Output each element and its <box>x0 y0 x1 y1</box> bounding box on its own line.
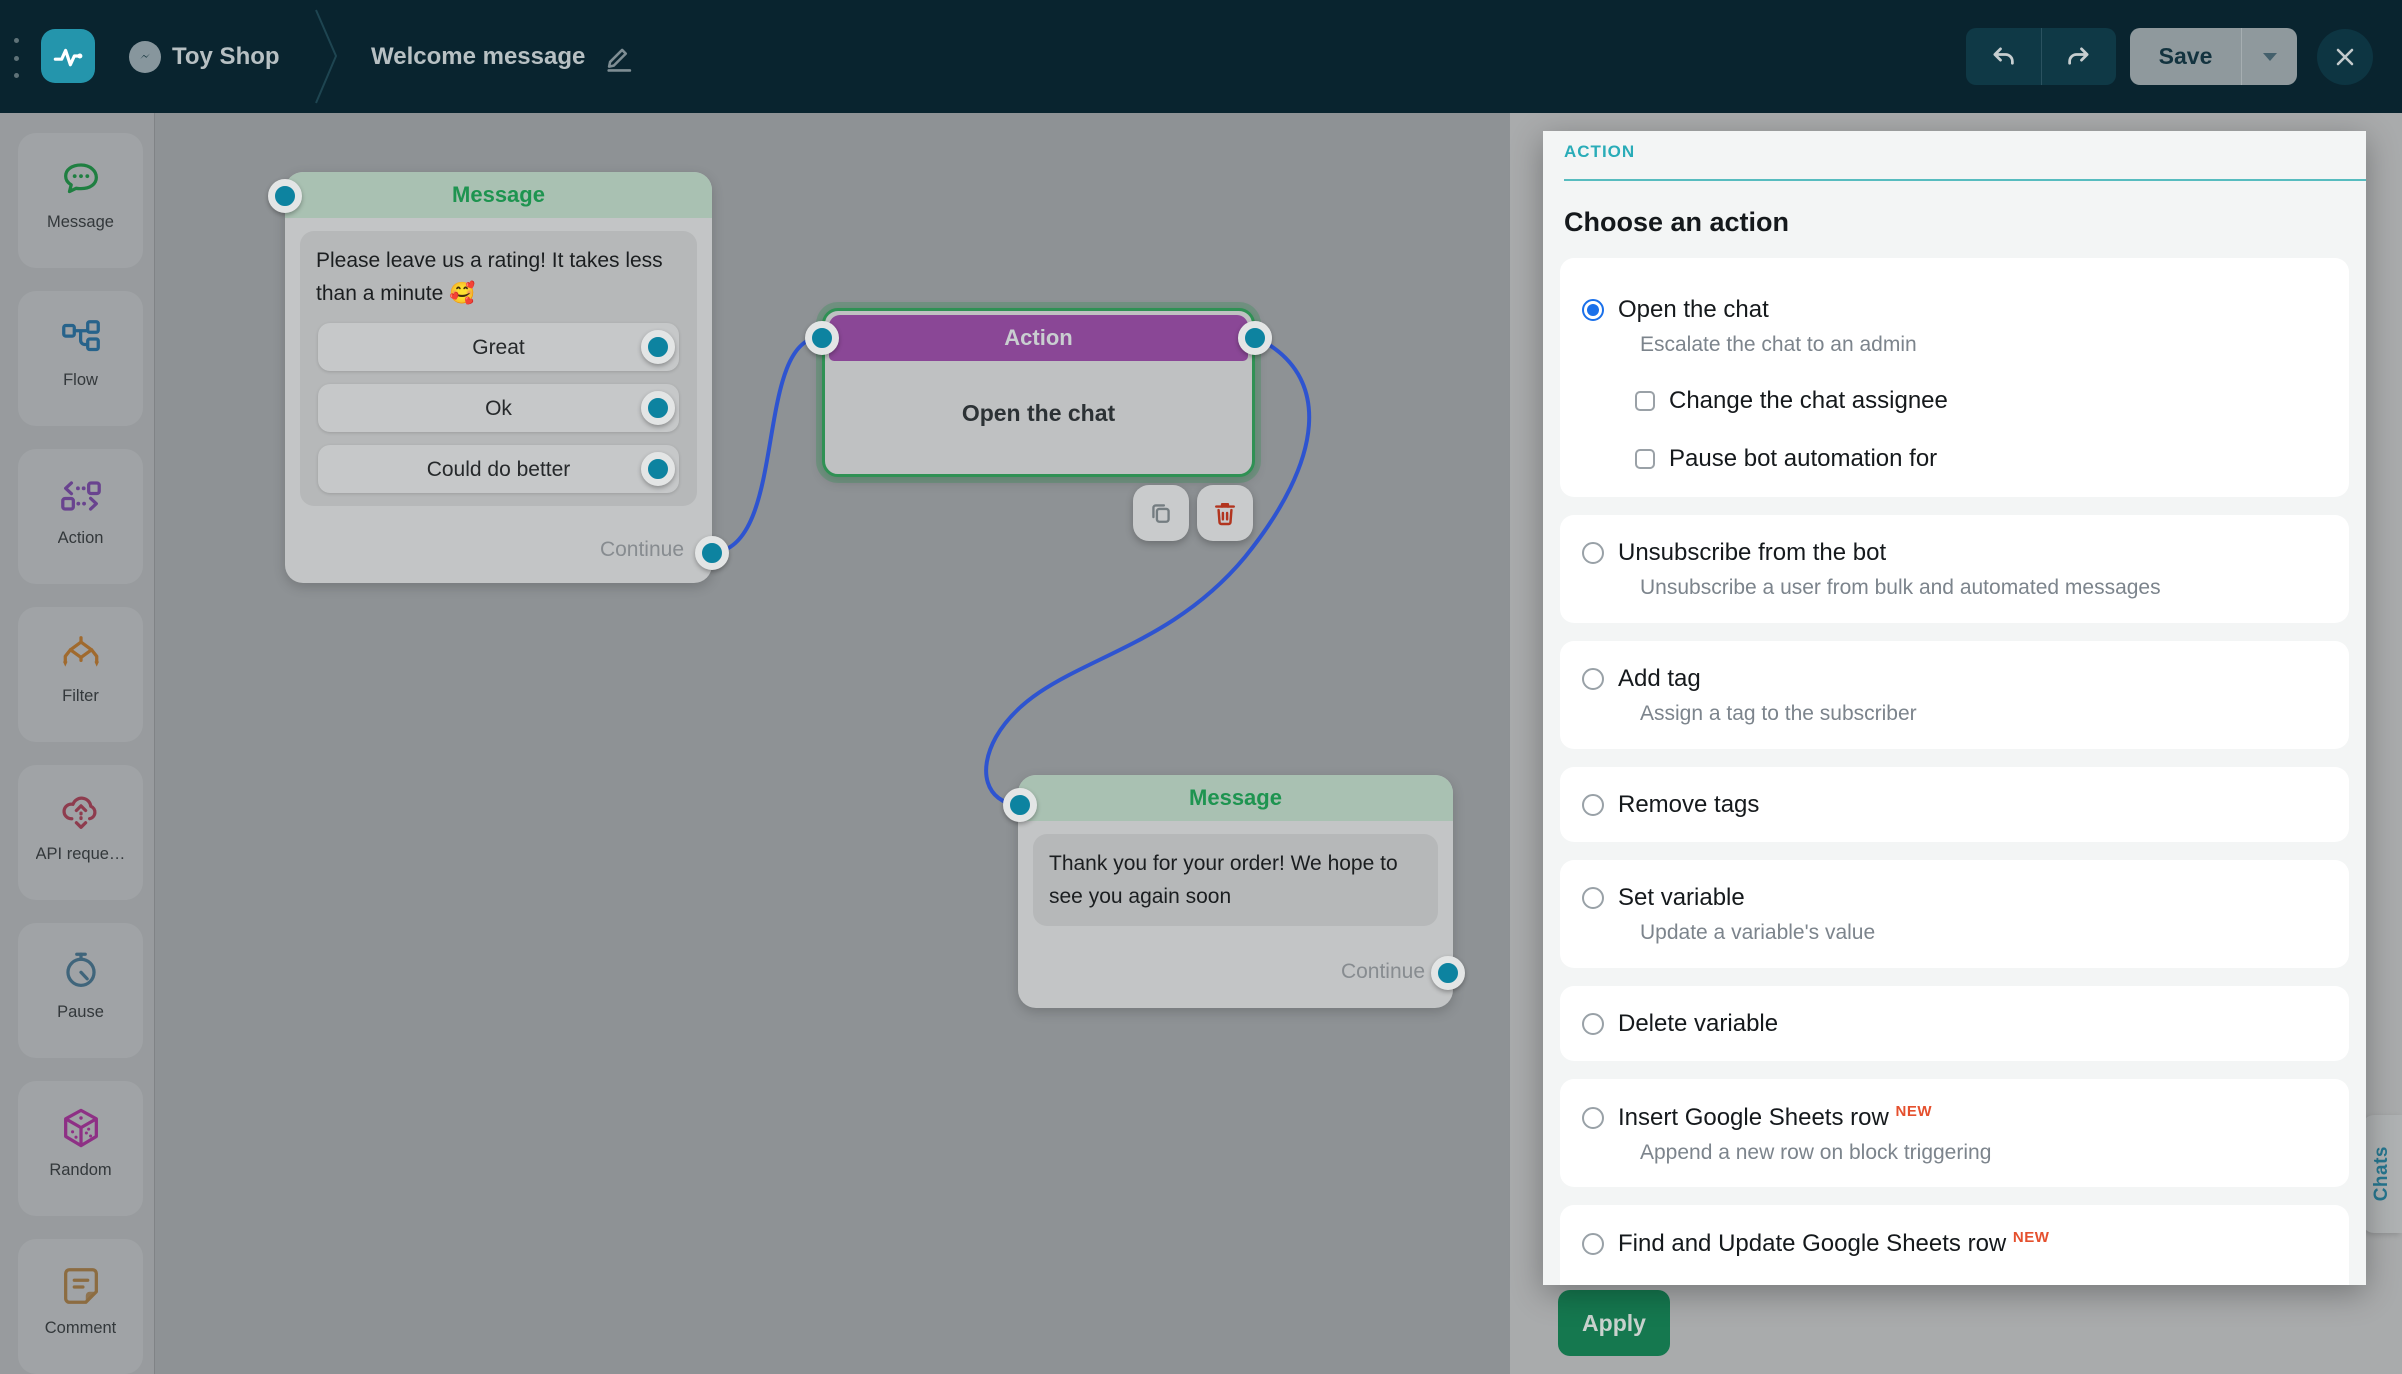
node-message-rating[interactable]: Message Please leave us a rating! It tak… <box>285 172 712 583</box>
continue-output-port[interactable] <box>1431 956 1465 990</box>
sidebar-item-action[interactable]: Action <box>18 449 143 584</box>
input-port[interactable] <box>1003 788 1037 822</box>
sidebar-item-api-request[interactable]: API reque… <box>18 765 143 900</box>
message-text: Please leave us a rating! It takes less … <box>316 244 681 310</box>
kebab-menu-icon[interactable] <box>14 38 22 78</box>
save-button[interactable]: Save <box>2130 28 2241 85</box>
header-actions: Save <box>1966 28 2373 85</box>
option-set-variable[interactable]: Set variable Update a variable's value <box>1560 860 2349 968</box>
messenger-icon <box>129 41 161 73</box>
bot-breadcrumb[interactable]: Toy Shop <box>129 0 280 113</box>
output-port-ok[interactable] <box>641 391 675 425</box>
input-port[interactable] <box>268 179 302 213</box>
radio[interactable] <box>1582 887 1604 909</box>
radio[interactable] <box>1582 794 1604 816</box>
option-delete-variable[interactable]: Delete variable <box>1560 986 2349 1061</box>
sidebar-item-message[interactable]: Message <box>18 133 143 268</box>
checkbox[interactable] <box>1635 449 1655 469</box>
continue-output-port[interactable] <box>695 536 729 570</box>
edit-pencil-icon[interactable] <box>603 40 637 74</box>
node-message-thanks[interactable]: Message Thank you for your order! We hop… <box>1018 775 1453 1008</box>
top-bar: Toy Shop Welcome message Save <box>0 0 2402 113</box>
radio[interactable] <box>1582 668 1604 690</box>
comment-note-icon <box>58 1263 104 1309</box>
close-button[interactable] <box>2317 29 2373 85</box>
edge-message1-to-action[interactable] <box>712 337 822 553</box>
checkbox-change-assignee[interactable]: Change the chat assignee <box>1635 387 2349 415</box>
sidebar-item-random[interactable]: Random <box>18 1081 143 1216</box>
action-icon <box>58 473 104 519</box>
block-palette: Message Flow <box>0 113 155 1374</box>
tab-underline <box>1564 179 2366 181</box>
continue-label: Continue <box>1341 960 1425 984</box>
sidebar-item-flow[interactable]: Flow <box>18 291 143 426</box>
radio[interactable] <box>1582 1233 1604 1255</box>
action-text: Open the chat <box>825 365 1252 461</box>
continue-label: Continue <box>600 538 684 562</box>
option-insert-sheets-row[interactable]: Insert Google Sheets row NEW Append a ne… <box>1560 1079 2349 1187</box>
message-bubble: Please leave us a rating! It takes less … <box>300 231 697 506</box>
radio[interactable] <box>1582 1107 1604 1129</box>
option-description: Append a new row on block triggering <box>1618 1141 2349 1165</box>
random-dice-icon <box>58 1105 104 1151</box>
checkbox[interactable] <box>1635 391 1655 411</box>
quick-reply-button[interactable]: Great <box>318 323 679 371</box>
node-type-label: Message <box>1018 775 1453 821</box>
pause-timer-icon <box>58 947 104 993</box>
sidebar-item-filter[interactable]: Filter <box>18 607 143 742</box>
input-port[interactable] <box>805 321 839 355</box>
apply-button[interactable]: Apply <box>1558 1290 1670 1356</box>
node-action-open-chat[interactable]: Action Open the chat <box>822 308 1255 477</box>
redo-button[interactable] <box>2041 28 2117 85</box>
api-request-icon <box>58 789 104 835</box>
radio[interactable] <box>1582 1013 1604 1035</box>
option-description: Unsubscribe a user from bulk and automat… <box>1618 576 2349 600</box>
message-bubble: Thank you for your order! We hope to see… <box>1033 834 1438 926</box>
option-open-the-chat[interactable]: Open the chat Escalate the chat to an ad… <box>1560 258 2349 497</box>
node-type-label: Action <box>829 315 1248 361</box>
checkbox-pause-automation[interactable]: Pause bot automation for <box>1635 445 2349 473</box>
sidebar-item-comment[interactable]: Comment <box>18 1239 143 1374</box>
panel-heading: Choose an action <box>1564 207 1789 238</box>
radio[interactable] <box>1582 542 1604 564</box>
chats-tab-label: Chats <box>2371 1146 2393 1201</box>
breadcrumb: Welcome message <box>371 0 637 113</box>
message-text: Thank you for your order! We hope to see… <box>1049 847 1422 913</box>
undo-button[interactable] <box>1966 28 2041 85</box>
sidebar-item-pause[interactable]: Pause <box>18 923 143 1058</box>
output-port-great[interactable] <box>641 330 675 364</box>
flow-icon <box>58 315 104 361</box>
action-settings-panel: ACTION Choose an action Open the chat Es… <box>1543 131 2366 1285</box>
delete-node-button[interactable] <box>1197 485 1253 541</box>
radio-selected[interactable] <box>1582 299 1604 321</box>
new-badge: NEW <box>1895 1103 1932 1120</box>
tab-action[interactable]: ACTION <box>1564 142 1635 162</box>
quick-reply-button[interactable]: Could do better <box>318 445 679 493</box>
bot-name: Toy Shop <box>172 43 280 71</box>
app-logo-icon[interactable] <box>41 29 95 83</box>
option-find-update-sheets-row[interactable]: Find and Update Google Sheets row NEW <box>1560 1205 2349 1285</box>
duplicate-node-button[interactable] <box>1133 485 1189 541</box>
new-badge: NEW <box>2013 1229 2050 1246</box>
chats-side-tab[interactable]: Chats <box>2362 1115 2402 1233</box>
undo-redo-group <box>1966 28 2116 85</box>
page-title: Welcome message <box>371 43 585 71</box>
filter-icon <box>58 631 104 677</box>
node-type-label: Message <box>285 172 712 218</box>
pulse-icon <box>49 37 87 75</box>
output-port-could-do-better[interactable] <box>641 452 675 486</box>
option-unsubscribe[interactable]: Unsubscribe from the bot Unsubscribe a u… <box>1560 515 2349 623</box>
option-remove-tags[interactable]: Remove tags <box>1560 767 2349 842</box>
breadcrumb-separator <box>306 6 346 107</box>
option-description: Assign a tag to the subscriber <box>1618 702 2349 726</box>
save-dropdown-caret[interactable] <box>2241 28 2297 85</box>
option-add-tag[interactable]: Add tag Assign a tag to the subscriber <box>1560 641 2349 749</box>
message-bubble-icon <box>58 157 104 203</box>
option-description: Escalate the chat to an admin <box>1618 333 2349 357</box>
output-port[interactable] <box>1238 321 1272 355</box>
quick-reply-button[interactable]: Ok <box>318 384 679 432</box>
save-split-button: Save <box>2130 28 2297 85</box>
option-description: Update a variable's value <box>1618 921 2349 945</box>
